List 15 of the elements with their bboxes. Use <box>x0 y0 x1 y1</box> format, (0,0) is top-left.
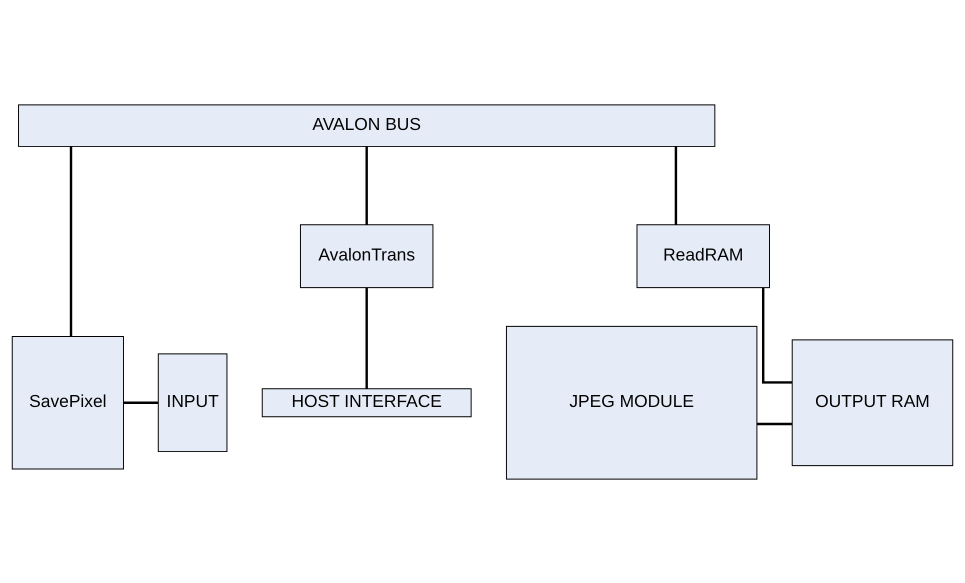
connector <box>674 146 678 224</box>
connector <box>124 401 158 404</box>
node-box: AVALON BUS <box>18 104 716 146</box>
node-box: JPEG MODULE <box>506 325 758 480</box>
connector <box>762 287 792 384</box>
connector <box>70 146 72 336</box>
node-box: OUTPUT RAM <box>792 338 954 466</box>
node-box: SavePixel <box>12 336 124 469</box>
node-box: INPUT <box>158 352 228 452</box>
connector <box>365 146 368 224</box>
node-box: HOST INTERFACE <box>262 388 472 417</box>
node-box: ReadRAM <box>636 224 770 288</box>
node-box: AvalonTrans <box>300 224 434 288</box>
connector <box>365 287 368 388</box>
connector <box>757 422 792 425</box>
